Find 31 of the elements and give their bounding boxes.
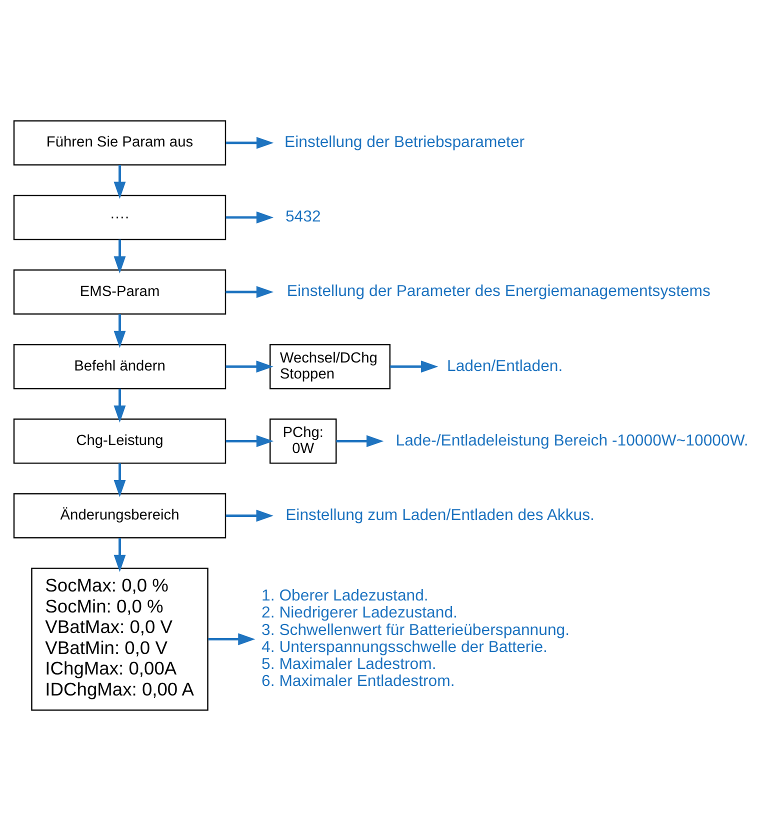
node-box: ···· [12,194,226,240]
arrow [113,388,126,423]
arrow [225,435,274,448]
arrow [225,360,273,373]
arrow [225,510,273,522]
arrow [208,633,255,646]
node-box: Führen Sie Param aus [12,120,226,166]
arrow [225,286,274,298]
node-box: Chg-Leistung [12,418,226,464]
node-box: EMS-Param [12,269,226,315]
arrow [113,164,126,199]
arrow [390,360,438,373]
node-text: Laden/Entladen. [446,358,562,375]
arrow [113,314,126,348]
node-box: Änderungsbereich [12,493,226,538]
node-box: PChg: 0W [269,418,336,464]
node-text: Einstellung zum Laden/Entladen des Akkus. [285,506,594,524]
node-text: 1. Oberer Ladezustand. 2. Niedrigerer Ladezustand. 3. Schwellenwert für Batterieüberspannung. 4. Unterspannungsschwelle der Batterie. 5. Maximaler Ladestrom. 6. Maximaler Entladestrom. [261,588,570,690]
node-text: 5432 [284,208,320,226]
arrow [113,463,126,498]
node-text: Einstellung der Parameter des Energiemanagementsystems [286,283,710,300]
arrow [226,136,274,149]
node-text: Einstellung der Betriebsparameter [284,134,524,152]
node-box: SocMax: 0,0 % SocMin: 0,0 % VBatMax: 0,0 V VBatMin: 0,0 V IChgMax: 0,00A IDChgMax: 0,00 A [30,568,208,711]
arrow [113,240,126,274]
arrow [225,211,274,224]
node-text: Lade-/Entladeleistung Bereich -10000W~10000W. [395,432,748,450]
arrow [336,435,384,448]
arrow [113,538,126,572]
node-box: Wechsel/DChg Stoppen [269,344,390,390]
node-box: Befehl ändern [12,344,226,390]
